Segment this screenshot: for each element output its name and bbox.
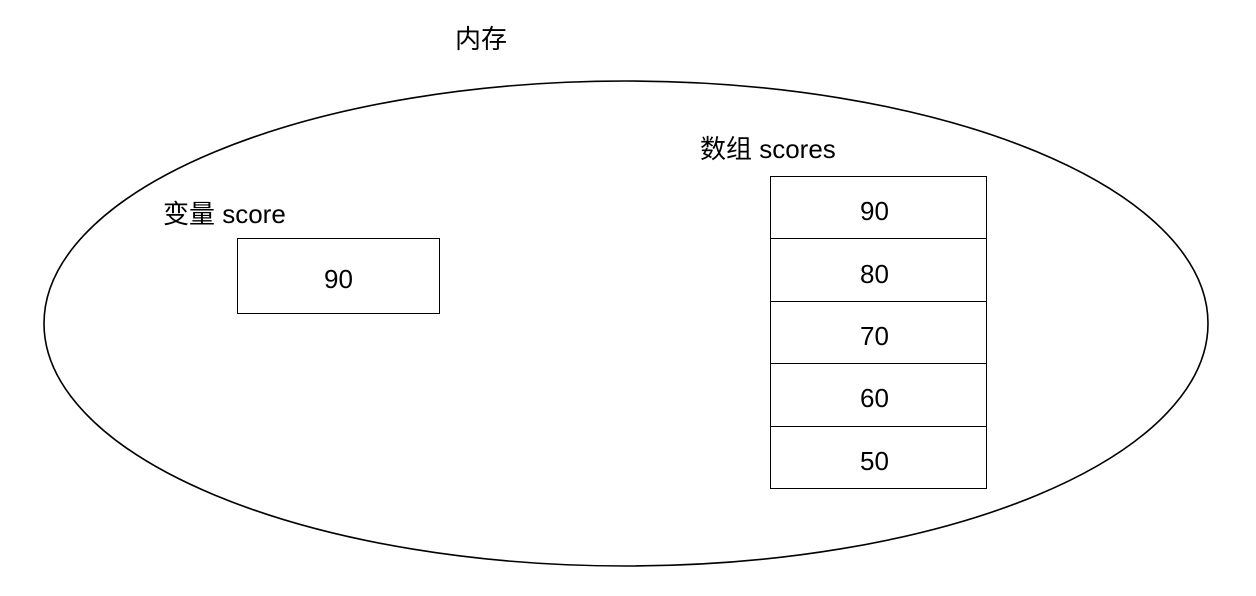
array-cell: 70 <box>771 302 986 365</box>
array-cell: 80 <box>771 239 986 302</box>
array-cell-value: 90 <box>860 196 889 227</box>
array-cell-value: 80 <box>860 258 889 289</box>
array-cell-value: 70 <box>860 321 889 352</box>
array-box: 90 80 70 60 50 <box>770 176 987 489</box>
array-cell-value: 60 <box>860 383 889 414</box>
array-cell: 50 <box>771 427 986 488</box>
variable-box: 90 <box>237 238 440 314</box>
array-cell: 60 <box>771 364 986 427</box>
array-cell-value: 50 <box>860 445 889 476</box>
array-cell: 90 <box>771 177 986 240</box>
memory-ellipse-shape <box>43 80 1209 567</box>
variable-value: 90 <box>324 263 353 294</box>
array-label: 数组 scores <box>700 134 836 164</box>
memory-title: 内存 <box>455 24 508 54</box>
variable-label: 变量 score <box>163 199 286 229</box>
